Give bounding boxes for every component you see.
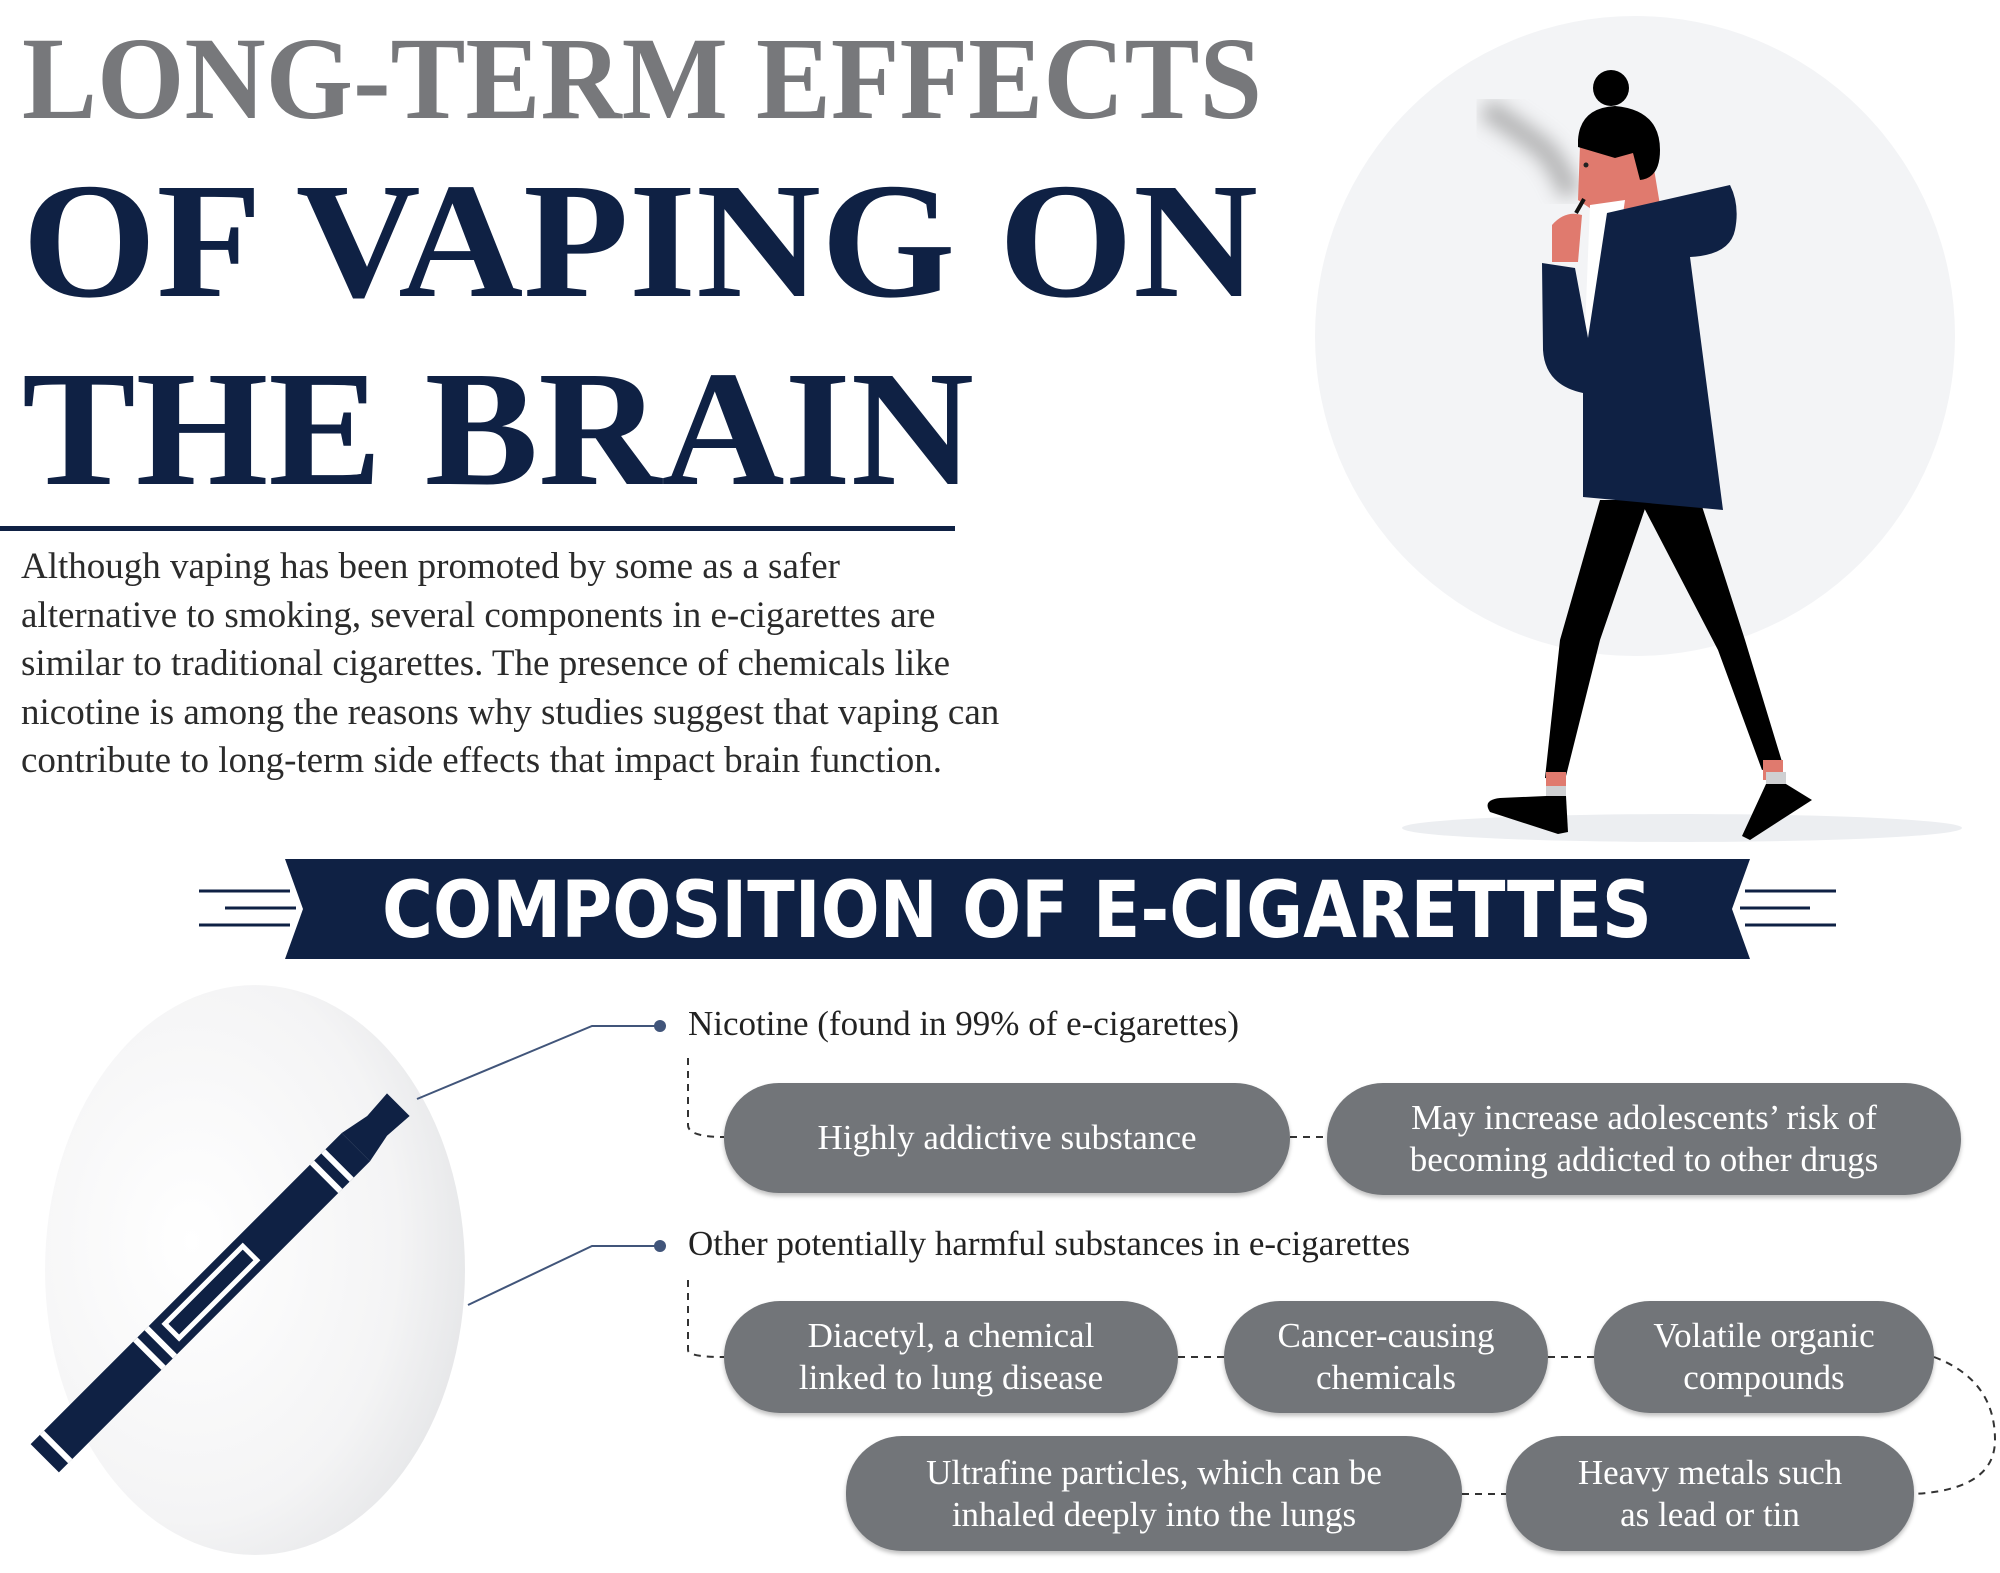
pill-highly-addictive: Highly addictive substance [724,1083,1290,1193]
intro-line: alternative to smoking, several componen… [21,594,936,636]
e-cigarette-icon [30,1093,410,1473]
pill-text: linked to lung disease [798,1358,1104,1397]
intro-line: contribute to long-term side effects tha… [21,740,942,781]
pill-text: Volatile organic [1653,1316,1875,1355]
ground-shadow [1402,814,1962,842]
title-line-1: LONG-TERM EFFECTS [22,13,1262,144]
title-line-2: OF VAPING ON [22,149,1258,332]
connector-lines [416,1020,1997,1495]
shoe-left [1487,796,1568,834]
vapor-smoke [1479,98,1581,199]
intro-line: Although vaping has been promoted by som… [21,546,840,587]
shoe-right [1742,784,1812,840]
pill-text: inhaled deeply into the lungs [951,1494,1357,1534]
section-banner: COMPOSITION OF E-CIGARETTES [199,859,1836,959]
pill-text: Cancer-causing [1277,1316,1495,1355]
section-title: COMPOSITION OF E-CIGARETTES [382,866,1652,956]
pill-text: Heavy metals such [1577,1452,1843,1492]
vaping-person-illustration [1479,70,1812,840]
pill-text: compounds [1683,1358,1845,1397]
pill-text: May increase adolescents’ risk of [1411,1098,1877,1137]
intro-paragraph: Although vaping has been promoted by som… [21,543,999,786]
pill-text: becoming addicted to other drugs [1409,1140,1879,1179]
pill-text: Highly addictive substance [817,1118,1197,1157]
other-substances-heading: Other potentially harmful substances in … [688,1224,1411,1263]
coat [1542,185,1737,510]
intro-line: similar to traditional cigarettes. The p… [21,643,951,684]
intro-line: nicotine is among the reasons why studie… [21,691,1000,733]
nicotine-heading: Nicotine (found in 99% of e-cigarettes) [688,1004,1240,1043]
title-divider [0,526,955,531]
pill-text: Ultrafine particles, which can be [926,1452,1382,1492]
pill-text: Diacetyl, a chemical [807,1316,1095,1355]
pill-text: chemicals [1316,1358,1456,1397]
title-line-3: THE BRAIN [22,337,974,520]
pill-text: as lead or tin [1620,1494,1800,1534]
